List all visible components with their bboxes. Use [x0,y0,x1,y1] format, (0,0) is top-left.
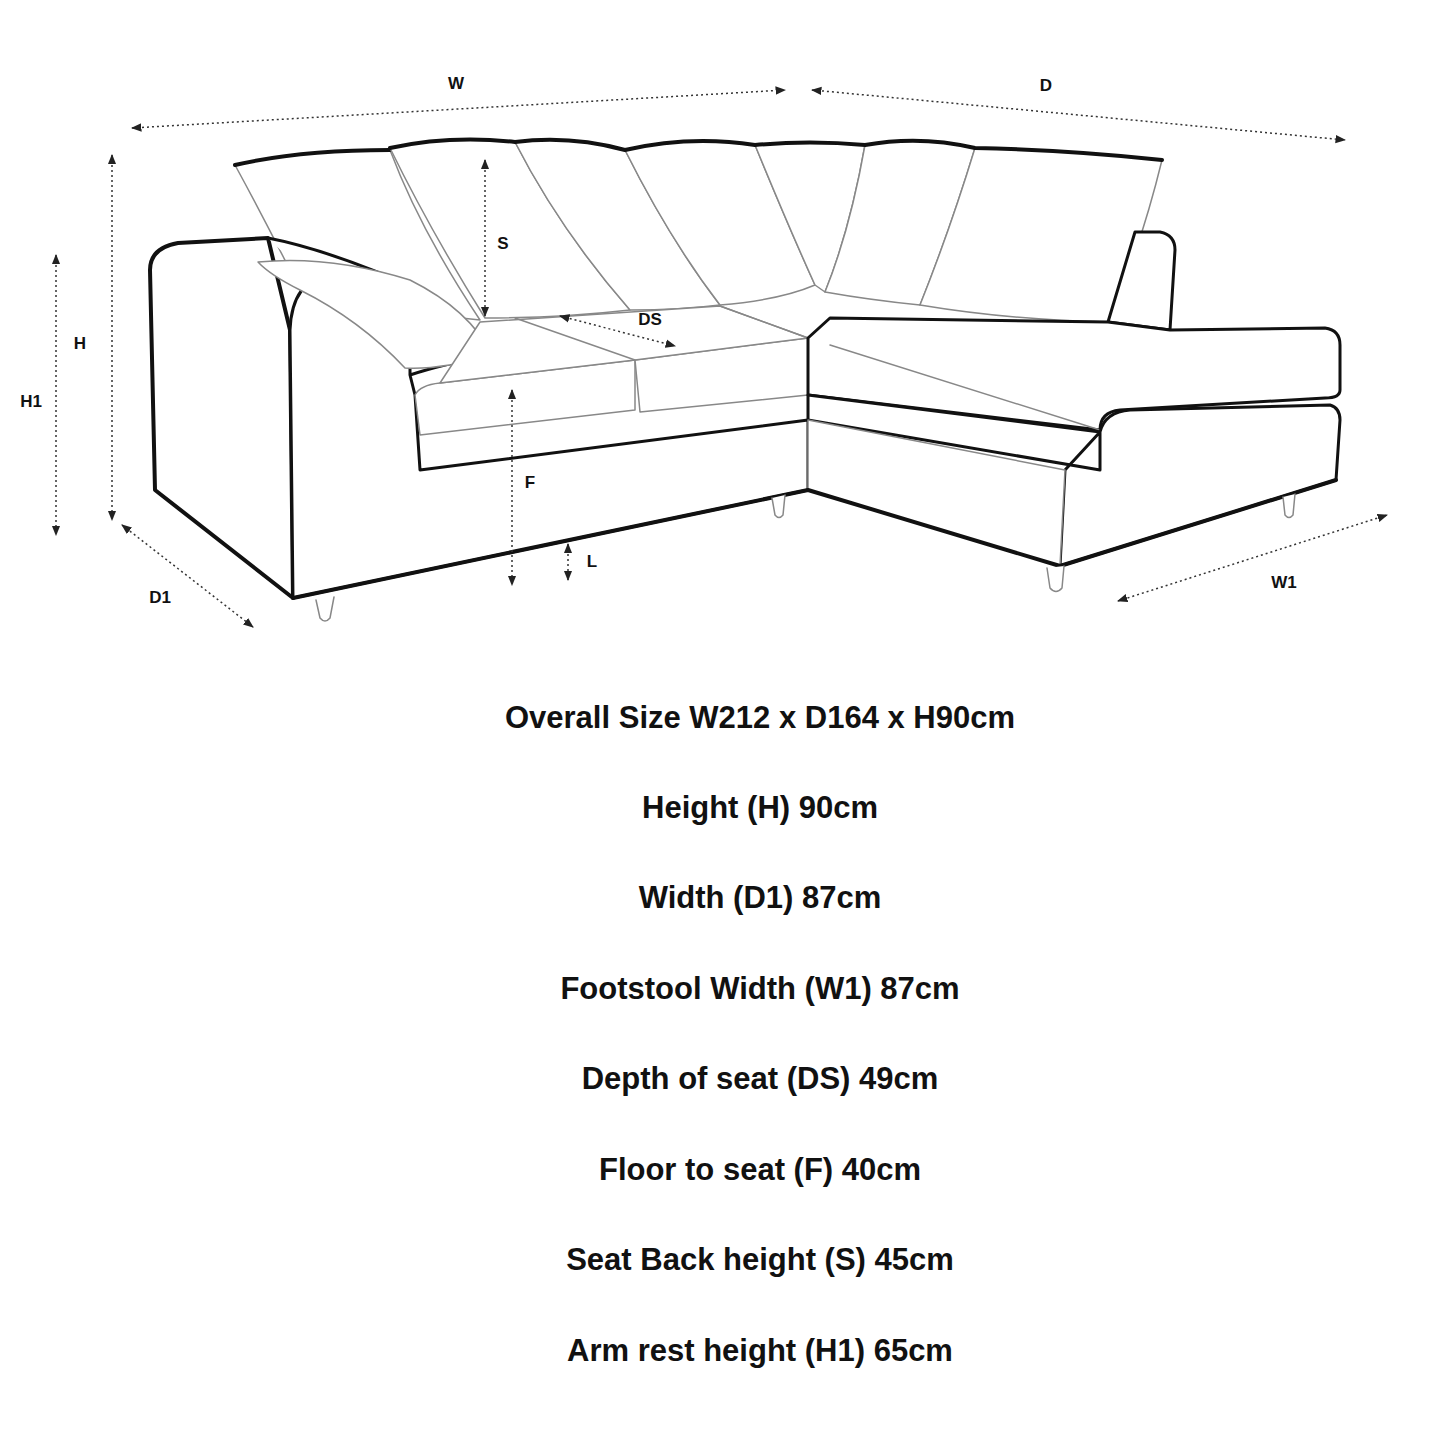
spec-line: Height (H) 90cm [642,791,878,825]
spec-line: Width (D1) 87cm [639,881,882,915]
right-back-arm [1108,232,1175,330]
pillow-top [390,140,1162,160]
arm-cushion [258,260,492,368]
dimension-letter: S [497,235,508,254]
dimension-letter: D [1040,77,1052,96]
spec-line: Depth of seat (DS) 49cm [582,1062,939,1096]
pillow-top [235,150,390,165]
spec-line: Footstool Width (W1) 87cm [560,972,959,1006]
chaise-base [808,395,1340,566]
dim-s [484,160,486,316]
dimension-letter: L [587,553,597,572]
leg [1047,566,1064,592]
left-arm-side [150,238,293,598]
spec-line: Overall Size W212 x D164 x H90cm [505,701,1015,735]
spec-line: Floor to seat (F) 40cm [599,1153,921,1187]
seat-divider [515,306,808,360]
leg [772,495,785,518]
dimension-letter: D1 [149,589,171,608]
dim-h1 [55,255,57,535]
dim-h [111,155,113,520]
base-outline [293,480,1336,598]
dimension-letter: F [525,474,535,493]
dim-w1 [1118,515,1387,601]
dim-d1 [122,525,253,627]
seat-top [440,306,808,383]
dim-d [812,90,1345,140]
dim-l [567,544,569,580]
sofa-drawing [150,140,1340,621]
spec-line: Seat Back height (S) 45cm [566,1243,954,1277]
leg [1283,494,1295,518]
dim-f [511,390,513,585]
chaise-side [808,420,1065,566]
leg [316,597,334,621]
dimension-letter: DS [638,311,662,330]
dimension-letter: W [448,75,464,94]
dimension-lines [56,90,1387,627]
dimension-letter: H [74,335,86,354]
dimension-letter: W1 [1271,574,1297,593]
dim-w [132,90,785,128]
dimension-letter: H1 [20,393,42,412]
spec-line: Arm rest height (H1) 65cm [567,1334,953,1368]
